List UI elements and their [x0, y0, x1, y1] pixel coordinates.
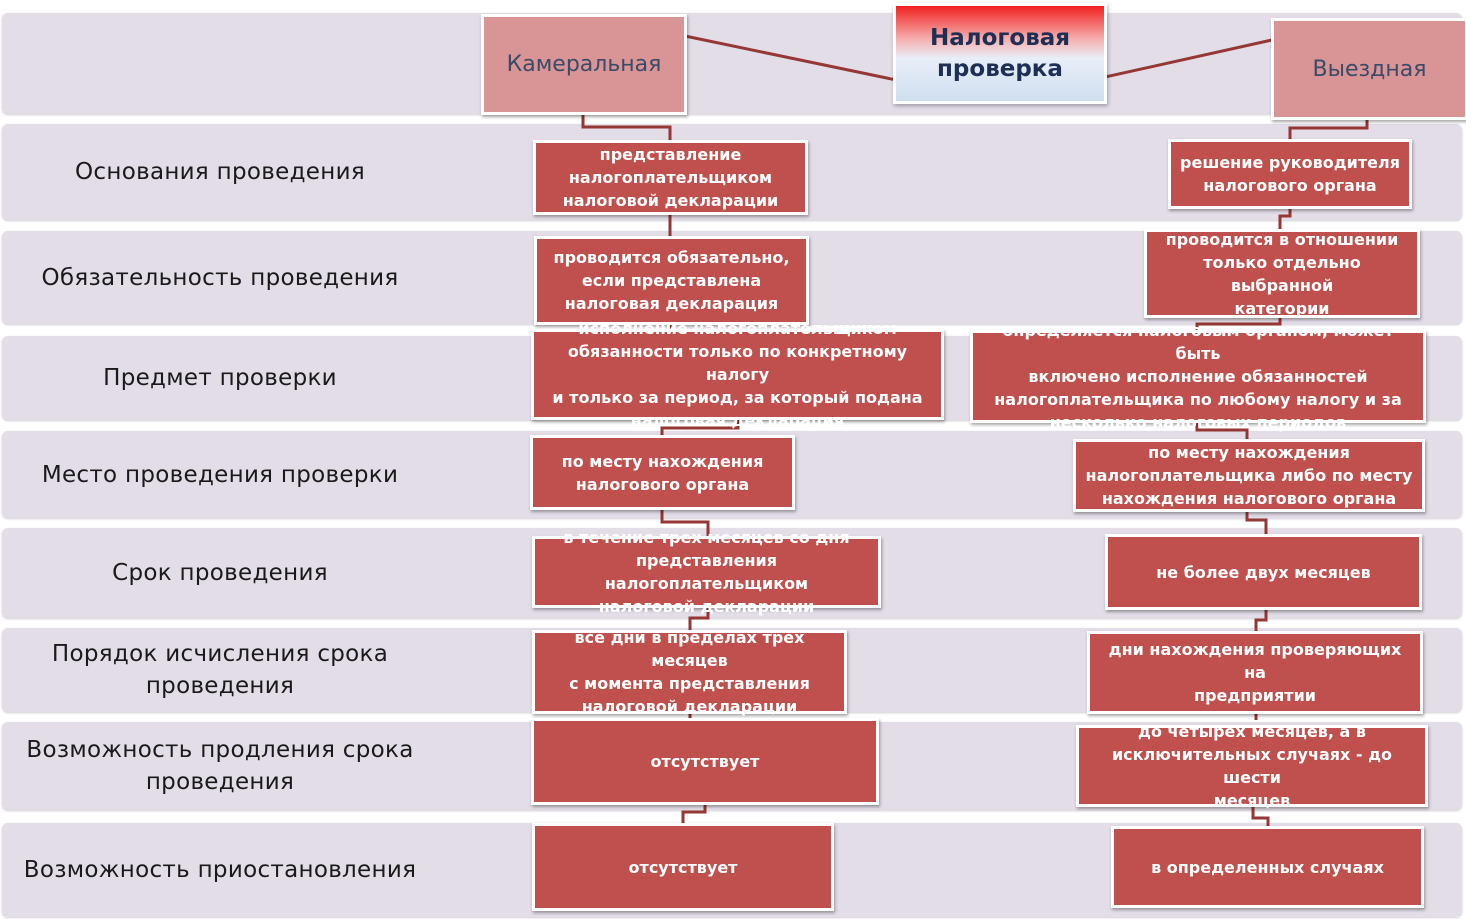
right-column-header: Выездная: [1271, 18, 1466, 120]
left-cell: отсутствует: [531, 718, 879, 805]
header-band: [2, 13, 1462, 114]
connector-right: [1195, 316, 1282, 332]
right-column-header-text: Выездная: [1312, 56, 1427, 82]
row-label: Возможность продления срока проведения: [26, 737, 414, 795]
row-label: Основания проведения: [75, 159, 365, 185]
connector-right: [1278, 207, 1292, 231]
connector-left: [660, 508, 710, 538]
row-label: Предмет проверки: [103, 365, 337, 391]
right-cell: до четырех месяцев, а в исключительных с…: [1076, 722, 1428, 810]
left-column-header-text: Камеральная: [506, 52, 662, 77]
connector-left: [581, 110, 672, 142]
connector-right: [1195, 421, 1249, 441]
connector-right: [1251, 805, 1270, 828]
row-label: Порядок исчисления срока проведения: [51, 641, 389, 699]
right-cell: не более двух месяцев: [1105, 534, 1422, 610]
left-cell: в течение трех месяцев со дня представле…: [532, 528, 881, 616]
row-label: Возможность приостановления: [23, 857, 417, 883]
diagram-title-text: Налоговая проверка: [929, 24, 1071, 82]
right-cell: по месту нахождения налогоплательщика ли…: [1073, 439, 1425, 512]
connector-left: [660, 418, 740, 437]
connector-left: [681, 803, 707, 825]
connector-left: [688, 606, 710, 632]
left-column-header: Камеральная: [481, 14, 687, 115]
connector-right: [1254, 608, 1268, 633]
left-cell: отсутствует: [532, 823, 834, 911]
row-label: Место проведения проверки: [41, 461, 399, 488]
row-label: Срок проведения: [112, 560, 328, 586]
left-cell: по месту нахождения налогового органа: [530, 435, 795, 510]
connector-right: [1288, 117, 1369, 141]
left-cell: исполнение налогоплательщиком обязанност…: [531, 319, 944, 430]
right-cell: определяется налоговым органом, может бы…: [970, 321, 1426, 432]
left-cell: представление налогоплательщиком налогов…: [533, 140, 808, 215]
right-cell: в определенных случаях: [1111, 826, 1424, 908]
right-cell: решение руководителя налогового органа: [1168, 139, 1412, 209]
right-cell: проводится в отношении только отдельно в…: [1144, 229, 1420, 318]
left-cell: проводится обязательно, если представлен…: [534, 236, 809, 325]
connector-right: [1245, 510, 1268, 536]
row-label: Обязательность проведения: [41, 264, 399, 291]
diagram-title: Налоговая проверка: [893, 3, 1107, 104]
right-cell: дни нахождения проверяющих на предприяти…: [1087, 631, 1423, 714]
left-cell: все дни в пределах трех месяцев с момент…: [532, 628, 847, 716]
